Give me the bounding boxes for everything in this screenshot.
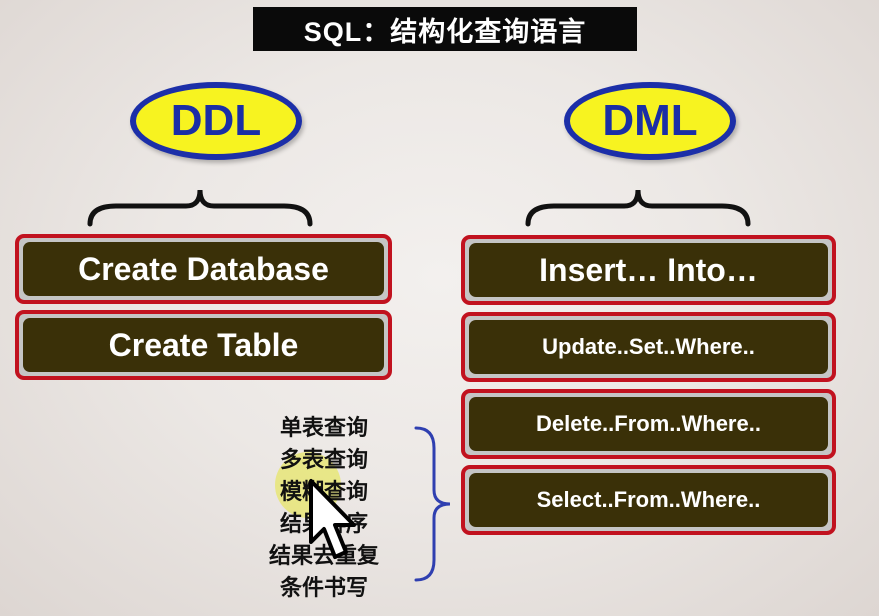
list-item: 单表查询 — [279, 415, 368, 440]
ddl-brace — [87, 189, 313, 227]
ddl-command-0: Create Database — [15, 234, 392, 304]
dml-command-3: Select..From..Where.. — [461, 465, 836, 535]
command-text: Update..Set..Where.. — [469, 320, 828, 374]
command-text: Select..From..Where.. — [469, 473, 828, 527]
dml-command-0: Insert… Into… — [461, 235, 836, 305]
slide-title: SQL：结构化查询语言 — [253, 7, 637, 51]
dml-oval: DML — [564, 82, 736, 160]
topics-brace — [414, 426, 451, 582]
dml-command-1: Update..Set..Where.. — [461, 312, 836, 382]
dml-command-2: Delete..From..Where.. — [461, 389, 836, 459]
list-item: 结果去重复 — [268, 543, 379, 568]
command-text: Insert… Into… — [469, 243, 828, 297]
mouse-pointer-icon — [309, 479, 356, 559]
ddl-command-1: Create Table — [15, 310, 392, 380]
dml-label: DML — [602, 96, 698, 145]
command-text: Delete..From..Where.. — [469, 397, 828, 451]
dml-brace — [525, 189, 751, 227]
list-item: 条件书写 — [279, 575, 368, 600]
ddl-oval: DDL — [130, 82, 302, 160]
command-text: Create Database — [23, 242, 384, 296]
ddl-label: DDL — [170, 96, 262, 145]
list-item: 多表查询 — [279, 447, 368, 472]
command-text: Create Table — [23, 318, 384, 372]
